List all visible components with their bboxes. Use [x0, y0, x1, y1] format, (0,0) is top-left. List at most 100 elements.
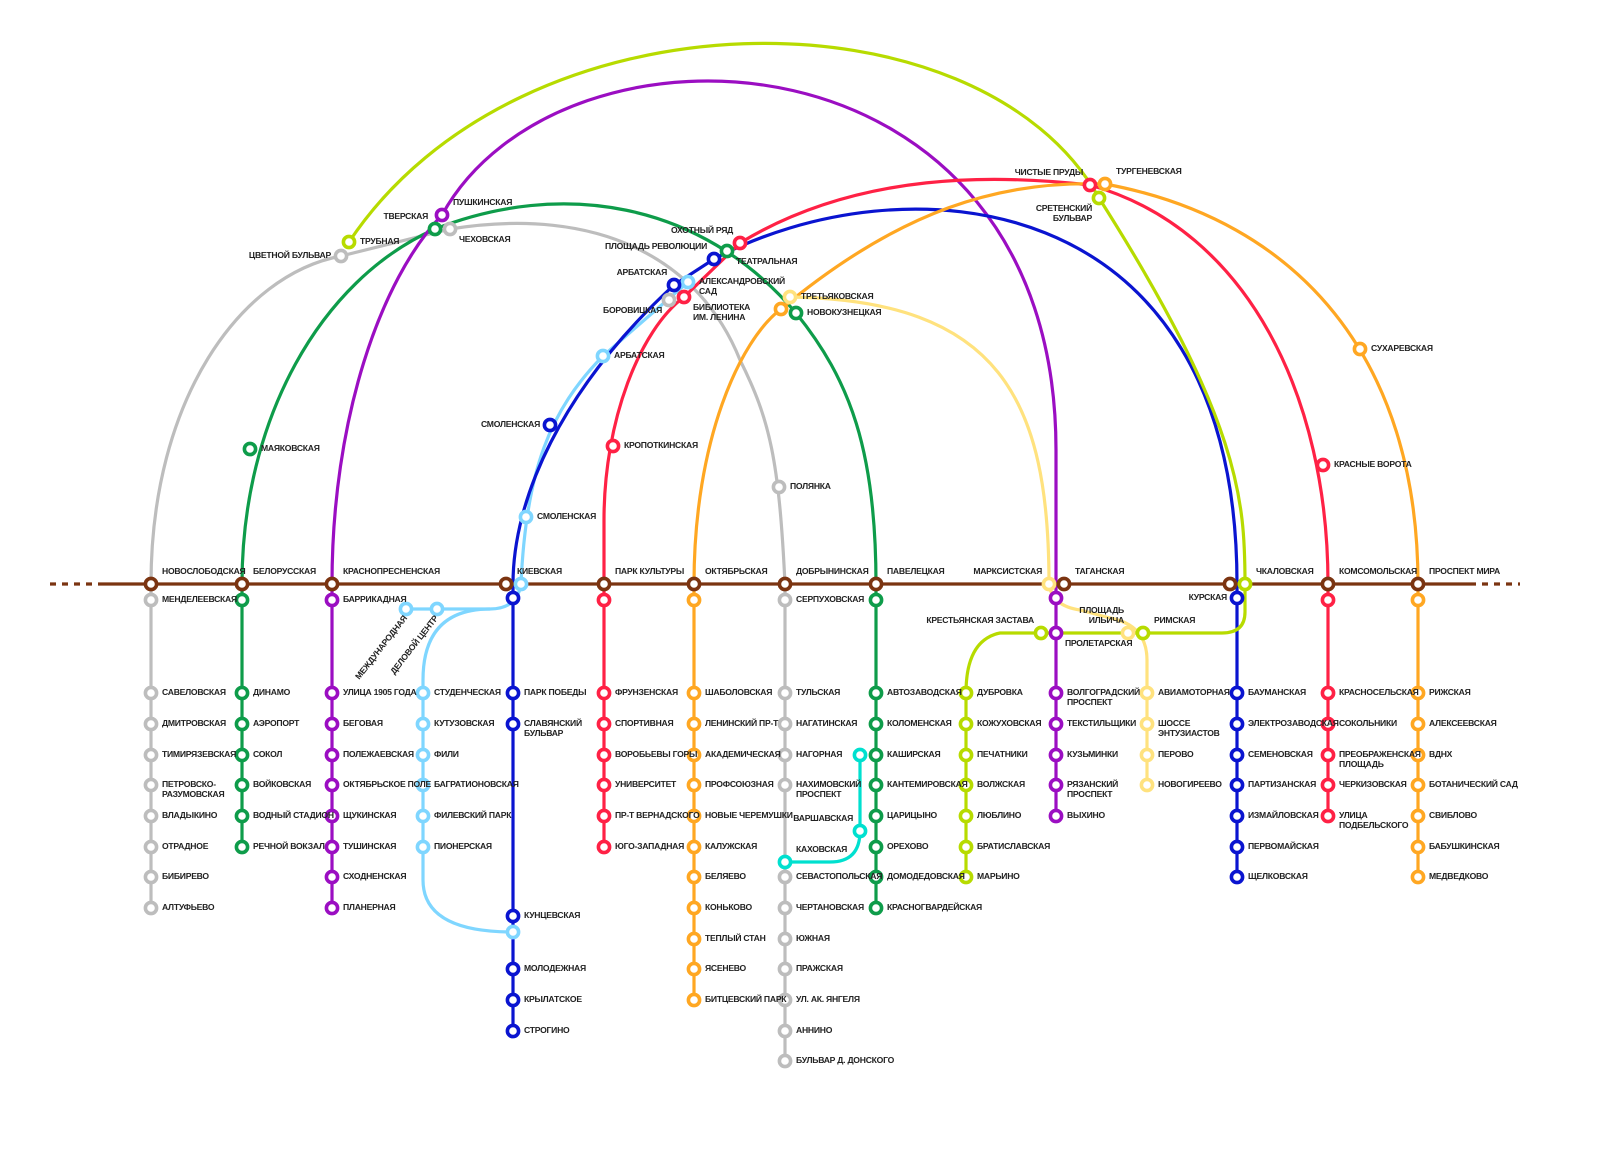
station-marker[interactable] — [1048, 590, 1064, 606]
station-marker[interactable] — [777, 1023, 793, 1039]
station-marker[interactable] — [661, 292, 677, 308]
station-label[interactable]: СПОРТИВНАЯ — [615, 718, 674, 728]
station-label[interactable]: УЛ. АК. ЯНГЕЛЯ — [796, 994, 860, 1004]
station-marker[interactable] — [324, 716, 340, 732]
station-label[interactable]: КИЕВСКАЯ — [517, 566, 562, 576]
station-label[interactable]: БИБЛИОТЕКА ИМ. ЛЕНИНА — [693, 302, 751, 322]
station-label[interactable]: КОЛОМЕНСКАЯ — [887, 718, 952, 728]
station-marker[interactable] — [958, 808, 974, 824]
station-label[interactable]: БРАТИСЛАВСКАЯ — [977, 841, 1051, 851]
station-marker[interactable] — [1222, 576, 1238, 592]
station-marker[interactable] — [777, 1053, 793, 1069]
station-label[interactable]: КРЕСТЬЯНСКАЯ ЗАСТАВА — [926, 615, 1034, 625]
station-label[interactable]: АННИНО — [796, 1025, 833, 1035]
station-label[interactable]: ЦВЕТНОЙ БУЛЬВАР — [248, 250, 331, 260]
station-marker[interactable] — [234, 685, 250, 701]
station-marker[interactable] — [505, 961, 521, 977]
station-label[interactable]: КУНЦЕВСКАЯ — [524, 910, 581, 920]
station-label[interactable]: ДОМОДЕДОВСКАЯ — [887, 871, 965, 881]
station-label[interactable]: СРЕТЕНСКИЙ БУЛЬВАР — [1035, 203, 1092, 223]
station-label[interactable]: ВОДНЫЙ СТАДИОН — [253, 810, 334, 820]
station-label[interactable]: ПИОНЕРСКАЯ — [434, 841, 492, 851]
station-marker[interactable] — [686, 747, 702, 763]
station-label[interactable]: СЕРПУХОВСКАЯ — [796, 594, 865, 604]
station-marker[interactable] — [777, 716, 793, 732]
station-marker[interactable] — [676, 289, 692, 305]
station-label[interactable]: РИМСКАЯ — [1154, 615, 1196, 625]
station-marker[interactable] — [505, 908, 521, 924]
station-label[interactable]: ШОССЕ ЭНТУЗИАСТОВ — [1158, 718, 1220, 738]
station-label[interactable]: АРБАТСКАЯ — [614, 350, 665, 360]
station-label[interactable]: ТРУБНАЯ — [360, 236, 400, 246]
station-label[interactable]: ЩЕЛКОВСКАЯ — [1248, 871, 1308, 881]
station-label[interactable]: ПАРТИЗАНСКАЯ — [1248, 779, 1317, 789]
station-label[interactable]: КРЫЛАТСКОЕ — [524, 994, 582, 1004]
station-label[interactable]: БАБУШКИНСКАЯ — [1429, 841, 1500, 851]
station-marker[interactable] — [505, 924, 521, 940]
station-marker[interactable] — [868, 592, 884, 608]
station-label[interactable]: ВОЙКОВСКАЯ — [253, 779, 311, 789]
station-marker[interactable] — [143, 716, 159, 732]
station-marker[interactable] — [341, 234, 357, 250]
station-marker[interactable] — [1320, 716, 1336, 732]
station-marker[interactable] — [234, 592, 250, 608]
station-label[interactable]: ТУЛЬСКАЯ — [796, 687, 841, 697]
station-marker[interactable] — [732, 235, 748, 251]
station-label[interactable]: ПАРК ПОБЕДЫ — [524, 687, 587, 697]
station-marker[interactable] — [868, 576, 884, 592]
station-marker[interactable] — [324, 900, 340, 916]
station-marker[interactable] — [788, 305, 804, 321]
station-label[interactable]: ПАВЕЛЕЦКАЯ — [887, 566, 945, 576]
station-marker[interactable] — [777, 576, 793, 592]
station-marker[interactable] — [505, 685, 521, 701]
station-marker[interactable] — [1033, 625, 1049, 641]
station-marker[interactable] — [596, 576, 612, 592]
station-marker[interactable] — [1097, 176, 1113, 192]
station-marker[interactable] — [324, 839, 340, 855]
station-label[interactable]: КУРСКАЯ — [1188, 592, 1228, 602]
station-label[interactable]: СОКОЛЬНИКИ — [1339, 718, 1397, 728]
station-marker[interactable] — [706, 251, 722, 267]
station-label[interactable]: МАРЬИНО — [977, 871, 1020, 881]
station-marker[interactable] — [143, 576, 159, 592]
station-label[interactable]: КРАСНОПРЕСНЕНСКАЯ — [343, 566, 440, 576]
station-label[interactable]: УНИВЕРСИТЕТ — [615, 779, 677, 789]
station-marker[interactable] — [143, 808, 159, 824]
station-label[interactable]: КАШИРСКАЯ — [887, 749, 941, 759]
station-marker[interactable] — [686, 576, 702, 592]
station-marker[interactable] — [1229, 777, 1245, 793]
station-marker[interactable] — [777, 992, 793, 1008]
station-label[interactable]: ПРОСПЕКТ МИРА — [1429, 566, 1500, 576]
station-marker[interactable] — [1139, 777, 1155, 793]
station-marker[interactable] — [1048, 808, 1064, 824]
station-marker[interactable] — [852, 823, 868, 839]
station-marker[interactable] — [1135, 625, 1151, 641]
station-label[interactable]: БИБИРЕВО — [162, 871, 209, 881]
station-marker[interactable] — [324, 685, 340, 701]
station-label[interactable]: МАРКСИСТСКАЯ — [973, 566, 1042, 576]
station-marker[interactable] — [680, 274, 696, 290]
station-label[interactable]: НОВОСЛОБОДСКАЯ — [162, 566, 246, 576]
station-marker[interactable] — [596, 716, 612, 732]
station-marker[interactable] — [1048, 747, 1064, 763]
station-marker[interactable] — [596, 777, 612, 793]
station-label[interactable]: ТЕАТРАЛЬНАЯ — [736, 256, 798, 266]
station-label[interactable]: СЛАВЯНСКИЙ БУЛЬВАР — [524, 718, 582, 738]
station-label[interactable]: АЛЕКСЕЕВСКАЯ — [1429, 718, 1497, 728]
station-marker[interactable] — [398, 601, 414, 617]
station-marker[interactable] — [868, 716, 884, 732]
station-marker[interactable] — [596, 747, 612, 763]
station-marker[interactable] — [596, 685, 612, 701]
station-label[interactable]: ПРОЛЕТАРСКАЯ — [1065, 638, 1133, 648]
station-marker[interactable] — [596, 839, 612, 855]
station-label[interactable]: БОРОВИЦКАЯ — [603, 305, 662, 315]
station-label[interactable]: ВОЛГОГРАДСКИЙ ПРОСПЕКТ — [1067, 687, 1140, 707]
station-marker[interactable] — [234, 777, 250, 793]
station-marker[interactable] — [143, 869, 159, 885]
station-marker[interactable] — [1320, 777, 1336, 793]
station-label[interactable]: ЛЮБЛИНО — [977, 810, 1022, 820]
station-marker[interactable] — [1139, 716, 1155, 732]
station-label[interactable]: БАГРАТИОНОВСКАЯ — [434, 779, 519, 789]
station-marker[interactable] — [777, 961, 793, 977]
station-marker[interactable] — [1320, 808, 1336, 824]
